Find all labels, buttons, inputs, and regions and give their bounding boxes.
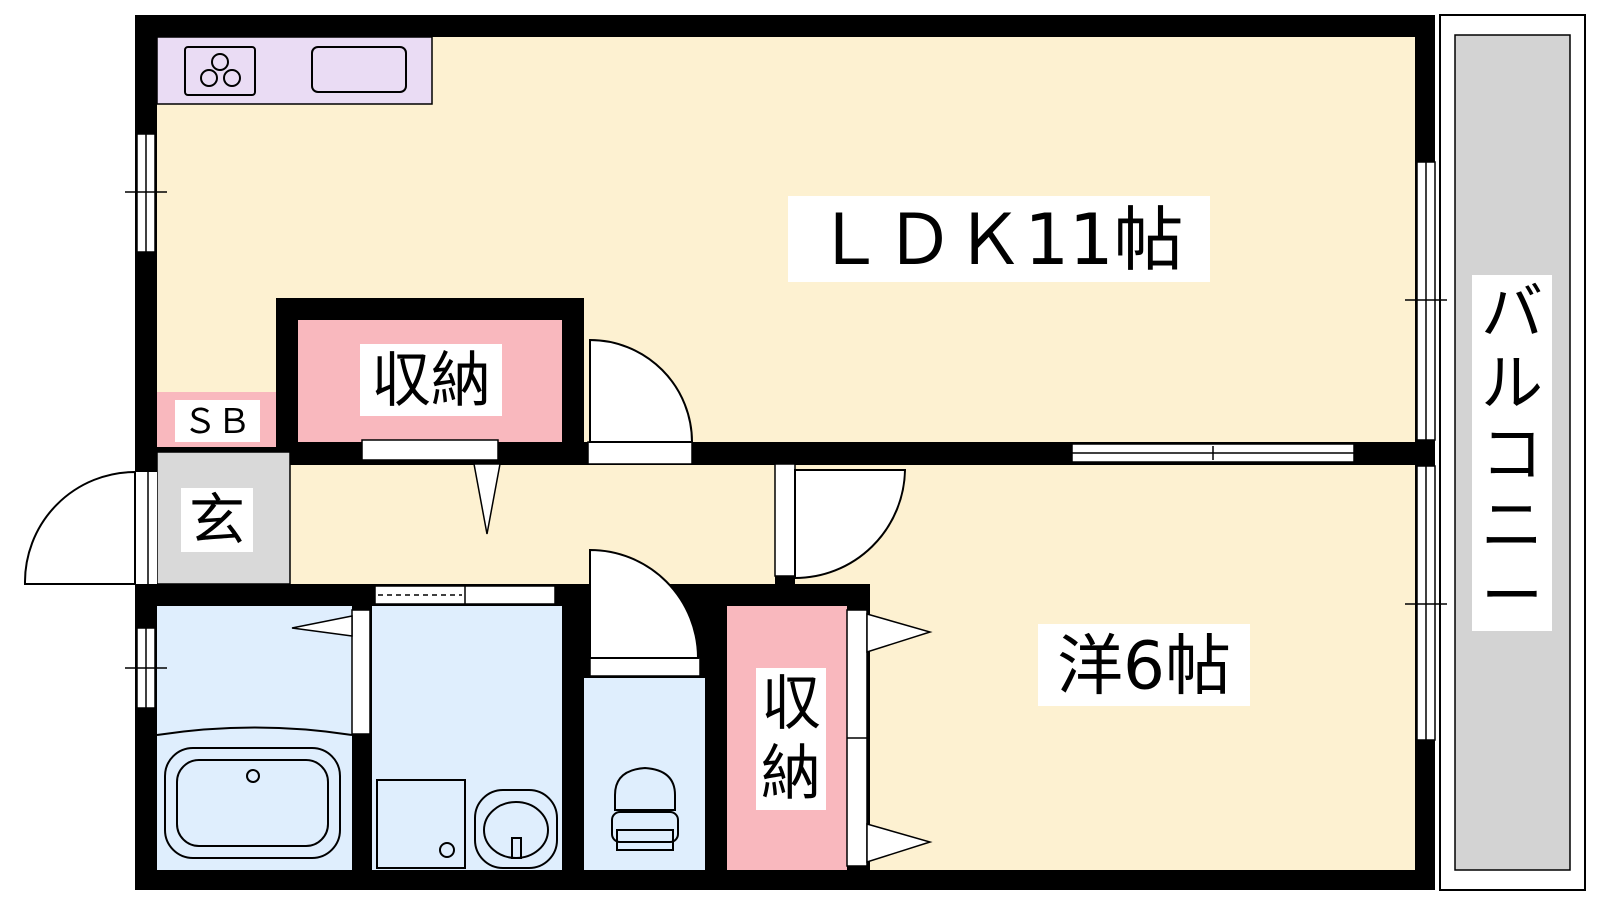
washroom <box>372 606 562 870</box>
balcony-label-char: コ <box>1481 418 1543 491</box>
balcony-label-char: ー <box>1481 560 1543 633</box>
front-door-frame <box>135 472 157 584</box>
storage-bedroom-label-top: 収 <box>761 669 821 739</box>
storage-bedroom-label-bottom: 納 <box>761 739 821 809</box>
toilet-door-swing <box>589 548 700 659</box>
bathroom-door-frame <box>351 609 371 735</box>
ldk-door-opening <box>587 441 693 465</box>
balcony-label-char: バ <box>1481 276 1543 349</box>
washing-machine-icon <box>376 779 466 869</box>
corridor-floor <box>290 465 775 585</box>
window-right-bedroom <box>1405 465 1447 741</box>
western-room-label: 洋6帖 <box>1038 624 1250 706</box>
window-right-ldk <box>1405 161 1447 441</box>
storage-bedroom-door-leaf-1 <box>866 613 933 654</box>
shoe-box-label-text: ＳＢ <box>183 402 251 442</box>
storage-ldk-door-mark <box>473 463 501 535</box>
ldk-door-swing <box>589 338 694 443</box>
kitchen-sink-icon <box>311 46 407 93</box>
balcony-label-char: ル <box>1481 347 1543 420</box>
ldk-label-text: ＬＤＫ11帖 <box>814 199 1183 281</box>
storage-ldk-label: 収納 <box>360 344 502 416</box>
front-door-swing <box>23 470 136 585</box>
window-left-upper <box>125 133 167 253</box>
toilet-icon <box>611 766 679 851</box>
shoe-box-label: ＳＢ <box>175 400 260 442</box>
western-room-label-text: 洋6帖 <box>1057 628 1231 705</box>
ldk-label: ＬＤＫ11帖 <box>788 196 1210 282</box>
bedroom-door-swing <box>794 469 907 580</box>
bathroom-door-leaf <box>291 615 353 637</box>
washbasin-icon <box>474 789 558 869</box>
bathroom <box>157 606 352 870</box>
entrance-label-text: 玄 <box>189 489 245 554</box>
toilet-door-frame <box>589 657 701 677</box>
storage-bedroom-label: 収 納 <box>756 668 826 810</box>
bathtub-icon <box>156 726 353 859</box>
entrance-label: 玄 <box>181 488 253 554</box>
balcony-label: バ ル コ ニ ー <box>1472 275 1552 633</box>
storage-ldk-door <box>361 439 499 461</box>
toilet-room <box>584 678 705 870</box>
balcony-label-char: ニ <box>1481 489 1543 562</box>
bedroom-door-frame <box>774 463 796 577</box>
window-left-bath <box>125 627 167 709</box>
stove-icon <box>184 46 256 96</box>
storage-bedroom-door-leaf-2 <box>866 823 933 864</box>
storage-ldk-label-text: 収納 <box>371 346 491 416</box>
